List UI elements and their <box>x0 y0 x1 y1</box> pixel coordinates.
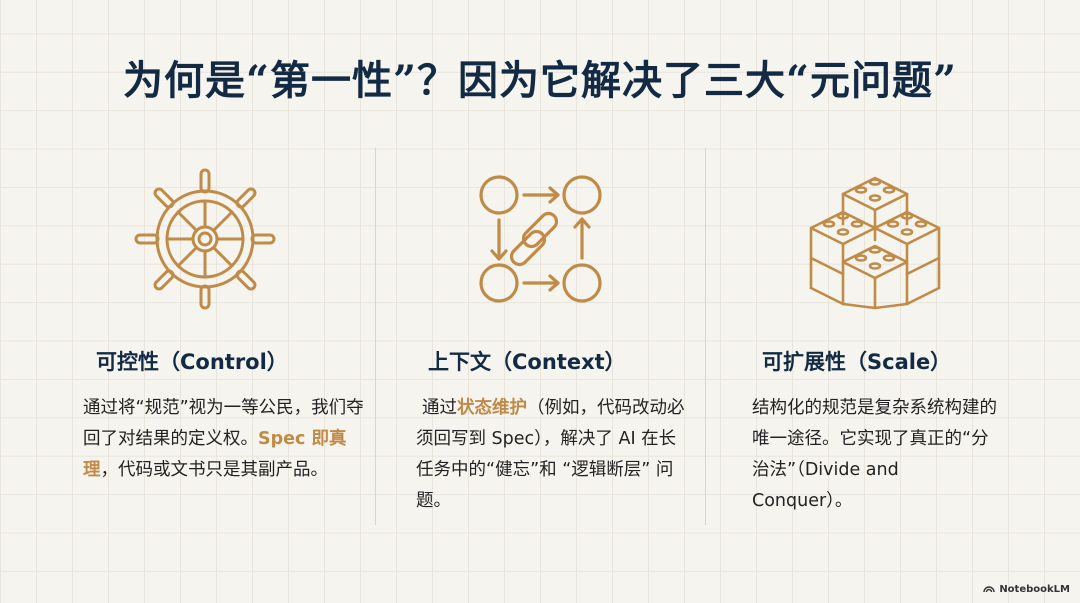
building-blocks-icon <box>805 168 945 313</box>
column-body: 结构化的规范是复杂系统构建的唯一途径。它实现了真正的“分治法”（Divide a… <box>752 398 997 511</box>
brand-label: NotebookLM <box>999 583 1070 595</box>
highlight-text: 状态维护 <box>457 398 527 418</box>
linked-cycle-icon <box>472 170 608 306</box>
column-divider <box>375 148 376 525</box>
ship-wheel-icon <box>132 166 278 312</box>
column-heading: 上下文（Context） <box>428 350 626 374</box>
column-divider <box>705 148 706 525</box>
column-heading: 可扩展性（Scale） <box>762 350 952 374</box>
slide-title: 为何是“第一性”？因为它解决了三大“元问题” <box>122 57 958 104</box>
column-heading: 可控性（Control） <box>96 350 288 374</box>
highlight-text: Spec 即真理 <box>83 429 347 480</box>
brand-watermark: NotebookLM <box>983 583 1070 595</box>
notebooklm-logo-icon <box>983 583 996 595</box>
column-body: 通过将“规范”视为一等公民，我们夺回了对结果的定义权。Spec 即真理，代码或文… <box>83 398 364 480</box>
column-body: 通过状态维护（例如，代码改动必须回写到 Spec），解决了 AI 在长任务中的“… <box>416 398 685 511</box>
